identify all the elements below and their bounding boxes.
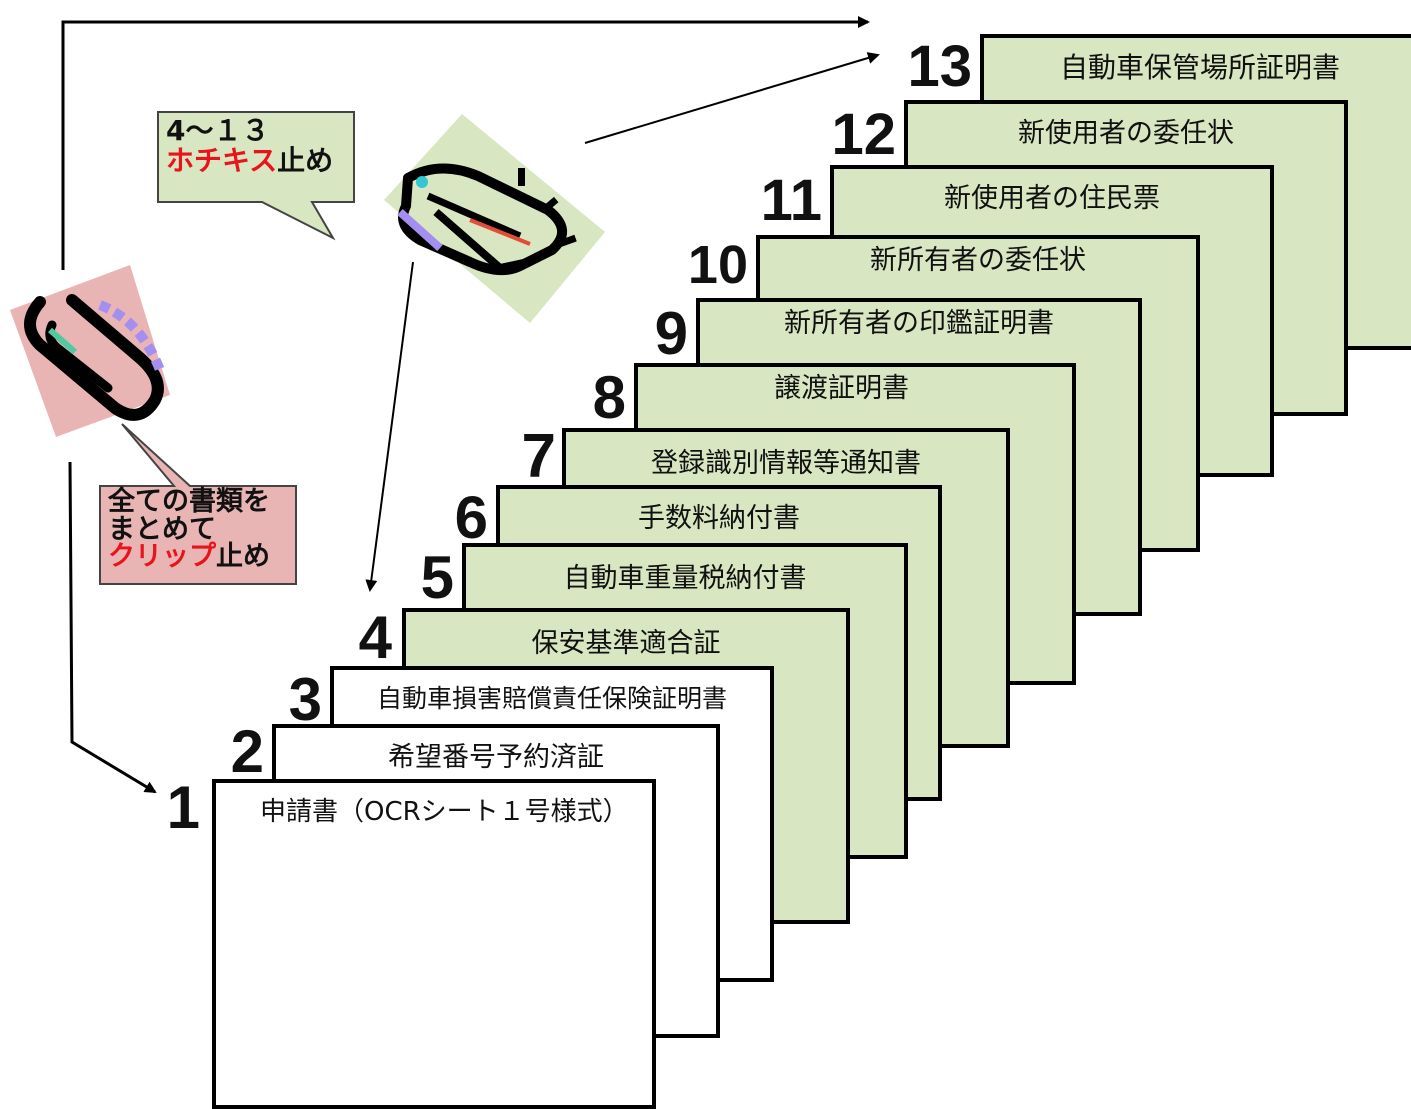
clip-callout-bubble bbox=[99, 423, 297, 585]
clip-suffix: 止め bbox=[216, 541, 270, 573]
staple-callout-bubble bbox=[157, 111, 355, 241]
document-12-label: 新使用者の委任状 bbox=[1018, 118, 1234, 149]
arrow-to-13-top bbox=[61, 16, 870, 270]
document-7-label: 登録識別情報等通知書 bbox=[651, 448, 921, 479]
document-9-label: 新所有者の印鑑証明書 bbox=[784, 308, 1054, 339]
staple-callout-text: 4～１３ ホチキス止め bbox=[166, 114, 334, 178]
clip-line1: 全ての書類を bbox=[108, 486, 270, 517]
document-5-number: 5 bbox=[420, 544, 454, 611]
arrow-staple-to-13 bbox=[584, 52, 880, 144]
document-13-label: 自動車保管場所証明書 bbox=[1059, 51, 1340, 84]
clip-method: クリップ bbox=[108, 541, 216, 573]
document-10-number: 10 bbox=[687, 235, 748, 295]
clip-callout-text: 全ての書類を まとめて クリップ止め bbox=[108, 488, 270, 571]
document-4-number: 4 bbox=[358, 604, 392, 671]
document-6-number: 6 bbox=[454, 484, 488, 551]
document-4-label: 保安基準適合証 bbox=[531, 628, 721, 659]
paperclip-icon bbox=[10, 265, 170, 437]
staple-range: 4～１３ bbox=[166, 114, 270, 147]
staple-method: ホチキス bbox=[166, 144, 278, 178]
document-5-label: 自動車重量税納付書 bbox=[563, 563, 807, 594]
document-3-number: 3 bbox=[288, 666, 322, 733]
document-1-label: 申請書（OCRシート１号様式） bbox=[260, 797, 629, 827]
clip-line2: まとめて bbox=[108, 513, 216, 545]
arrow-clip-to-1 bbox=[68, 461, 157, 794]
document-2-label: 希望番号予約済証 bbox=[388, 742, 604, 773]
stapler-icon bbox=[384, 114, 605, 323]
document-1: 申請書（OCRシート１号様式） bbox=[212, 779, 656, 1109]
document-11-label: 新使用者の住民票 bbox=[944, 183, 1160, 214]
document-8-label: 譲渡証明書 bbox=[774, 373, 909, 404]
document-1-number: 1 bbox=[166, 774, 200, 841]
document-7-number: 7 bbox=[521, 422, 556, 491]
document-10-label: 新所有者の委任状 bbox=[870, 245, 1086, 276]
document-9-number: 9 bbox=[654, 300, 688, 367]
document-3-label: 自動車損害賠償責任保険証明書 bbox=[376, 684, 727, 713]
document-8-number: 8 bbox=[592, 364, 626, 431]
arrow-staple-to-4 bbox=[365, 261, 414, 592]
document-6-label: 手数料納付書 bbox=[638, 503, 800, 534]
document-2-number: 2 bbox=[230, 718, 264, 785]
document-11-number: 11 bbox=[760, 168, 822, 233]
document-12-number: 12 bbox=[831, 102, 896, 167]
staple-suffix: 止め bbox=[277, 144, 334, 178]
document-13-number: 13 bbox=[907, 34, 972, 99]
